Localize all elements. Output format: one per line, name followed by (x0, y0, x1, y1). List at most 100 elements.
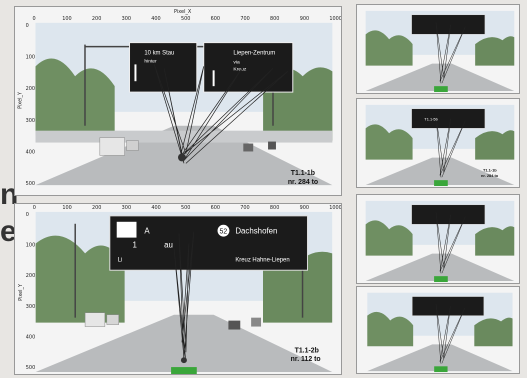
gaze-path (435, 304, 465, 364)
x-tick-label: 800 (270, 205, 279, 211)
x-tick-label: 0 (33, 16, 36, 22)
thumbnail-svg: T1.1-5b T1.1-1b nr. 284 to (365, 104, 515, 187)
truck-1 (84, 312, 106, 327)
thumbnail-plot: T1.1-5b T1.1-1b nr. 284 to (356, 98, 520, 188)
marker-green (434, 366, 448, 373)
trees-left (365, 220, 413, 256)
gaze-path-bottom (173, 231, 195, 363)
x-tick-label: 0 (33, 205, 36, 211)
x-tick-label: 900 (300, 16, 309, 22)
sign-left-line2: hinter (144, 58, 157, 64)
sign-line1-a: A (144, 227, 150, 236)
road (365, 63, 515, 92)
gaze-path (435, 212, 466, 274)
x-tick-label: 700 (240, 205, 249, 211)
sign-large (109, 215, 308, 271)
sign-line1-b: 52 (220, 229, 228, 236)
road (365, 253, 515, 282)
caption-top-line1: T1.1-1b (291, 170, 315, 177)
thumbnail-plot (356, 286, 520, 374)
y-axis-title-bottom: Pixel_Y (18, 283, 24, 301)
sign (411, 108, 486, 129)
x-tick-label: 900 (300, 205, 309, 211)
x-tick-label: 400 (151, 16, 160, 22)
thumb-sign-text: T1.1-5b (424, 117, 438, 122)
trees-right (475, 130, 515, 160)
y-tick-label: 500 (26, 181, 35, 187)
caption-bottom-line2: nr. 112 to (291, 356, 321, 363)
y-tick-label: 300 (26, 118, 35, 124)
road (365, 157, 515, 186)
sign (411, 296, 485, 316)
sign-right-line2: via (233, 59, 240, 65)
car-2 (251, 317, 262, 327)
marker-green (434, 86, 448, 93)
car-1 (228, 320, 241, 330)
trees-left (365, 30, 413, 66)
x-tick-labels-bottom: 0 100 200 300 400 500 600 700 800 900 1000 (33, 205, 341, 211)
gaze-plot-bottom-svg: A 52 Dachshofen 1 au Li Kreuz Hahne-Liep… (18, 205, 341, 374)
sign-line3-b: Kreuz Hahne-Liepen (235, 257, 289, 263)
y-tick-label: 100 (26, 54, 35, 60)
edge-text-top: n (0, 178, 19, 211)
car-1 (243, 143, 254, 152)
y-tick-label: 200 (26, 86, 35, 92)
sign (411, 204, 486, 225)
x-tick-label: 100 (62, 16, 71, 22)
sign-line3-a: Li (118, 257, 123, 263)
thumb-caption-line2: nr. 284 to (481, 173, 499, 178)
trees-right (475, 226, 515, 256)
sign-left (129, 42, 198, 93)
gaze-path (435, 22, 466, 84)
gaze-cluster-top (178, 153, 186, 162)
x-tick-label: 100 (62, 205, 71, 211)
gaze-plot-top-svg: 10 km Stau hinter Liepen-Zentrum via Kre… (18, 9, 341, 187)
trees-left (35, 235, 125, 323)
truck-1 (99, 137, 125, 156)
marker-green (434, 276, 448, 283)
marker-green-bottom (171, 367, 197, 374)
x-tick-label: 200 (92, 16, 101, 22)
truck-2 (126, 140, 139, 151)
y-tick-label: 200 (26, 273, 35, 279)
sign (411, 14, 486, 35)
x-tick-label: 1000 (329, 16, 341, 22)
gaze-plot-top: 10 km Stau hinter Liepen-Zentrum via Kre… (14, 6, 342, 196)
x-tick-label: 200 (92, 205, 101, 211)
road (367, 344, 513, 372)
trees-left (367, 311, 414, 347)
marker-green (434, 180, 448, 187)
sign-line1-c: Dachshofen (235, 227, 277, 236)
x-tick-label: 300 (122, 205, 131, 211)
thumbnail-plot (356, 4, 520, 94)
x-axis-title-top: Pixel_X (174, 9, 192, 15)
gaze-cluster-bottom (180, 357, 187, 364)
sign-car-icon (116, 221, 137, 238)
x-tick-label: 500 (181, 16, 190, 22)
thumbnail-svg (365, 10, 515, 93)
x-tick-label: 700 (240, 16, 249, 22)
sign-line2: 1 (133, 240, 137, 249)
trees-left (35, 58, 115, 136)
road-horizon (35, 130, 333, 143)
sign-line2-b: au (164, 240, 173, 249)
y-tick-label: 500 (26, 365, 35, 371)
thumbnail-svg (365, 200, 515, 283)
x-tick-label: 1000 (329, 205, 341, 211)
x-tick-label: 600 (211, 16, 220, 22)
thumbnail-plot (356, 194, 520, 284)
caption-bottom-line1: T1.1-2b (295, 347, 319, 354)
x-tick-label: 300 (122, 16, 131, 22)
gaze-path (435, 116, 466, 178)
x-tick-label: 600 (211, 205, 220, 211)
thumb-caption-line1: T1.1-1b (483, 167, 497, 172)
sign-left-line1: 10 km Stau (144, 50, 174, 56)
truck-2 (106, 314, 119, 325)
y-axis-title-top: Pixel_Y (18, 91, 24, 109)
trees-right (475, 36, 515, 66)
gaze-plot-bottom: A 52 Dachshofen 1 au Li Kreuz Hahne-Liep… (14, 203, 342, 375)
x-tick-label: 500 (181, 205, 190, 211)
x-tick-label: 400 (151, 205, 160, 211)
sign-right-line3: Kreuz (233, 66, 246, 72)
y-tick-label: 400 (26, 334, 35, 340)
